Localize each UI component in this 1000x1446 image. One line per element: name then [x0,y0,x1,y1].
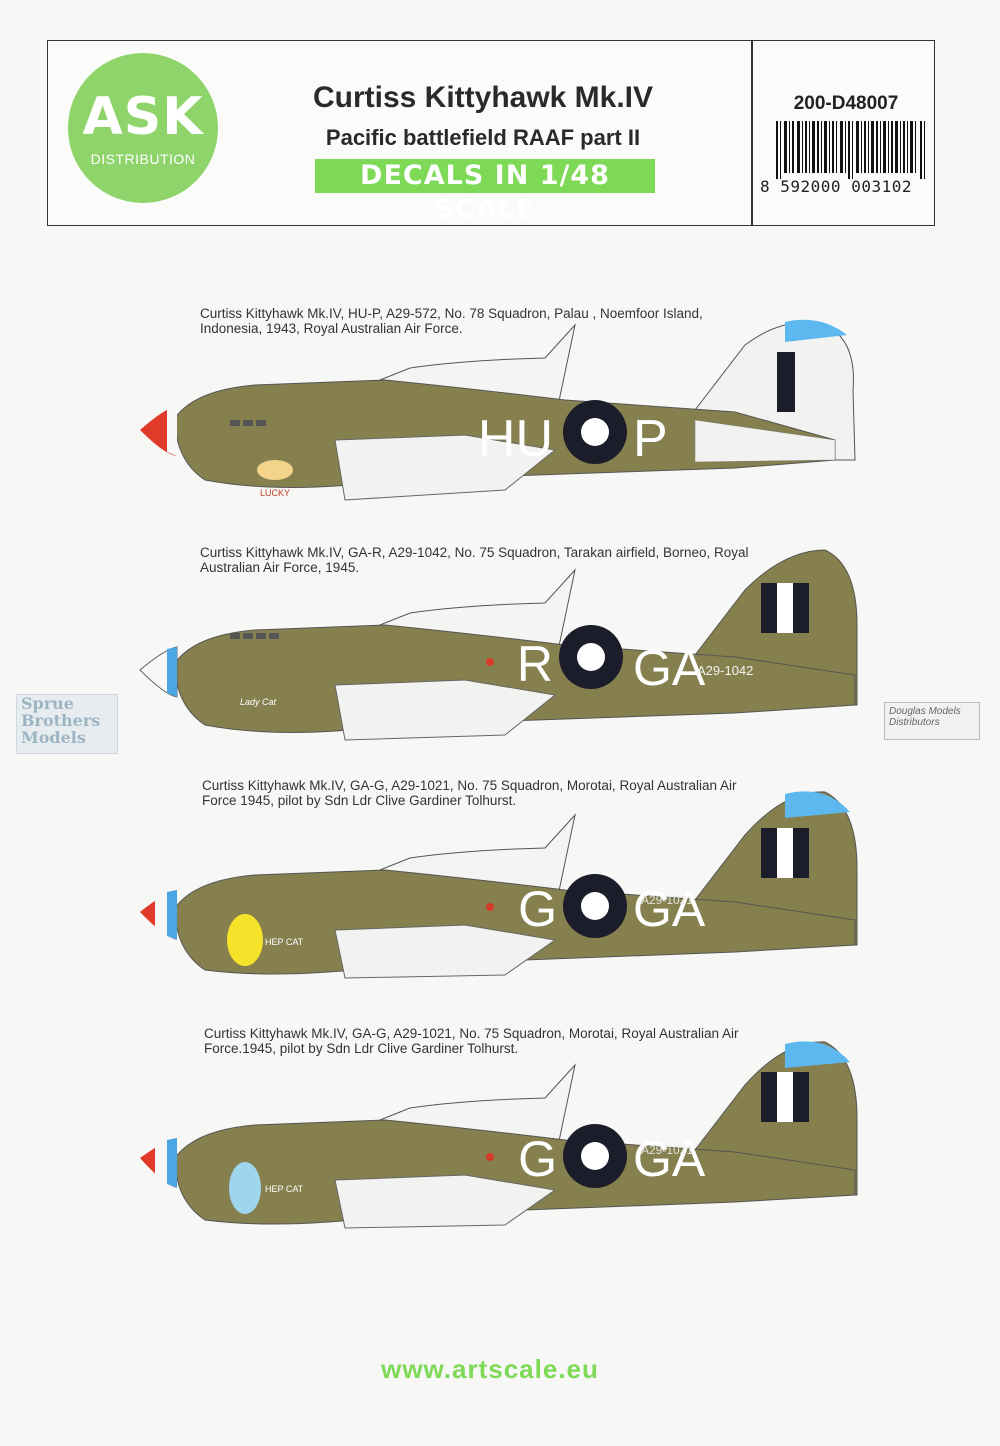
barcode-digits: 8 592000 003102 [760,177,912,196]
serial-number: A29-1021 [641,893,693,907]
douglas-models-watermark: Douglas Models Distributors [884,702,980,740]
sprue-brothers-watermark: Sprue Brothers Models [16,694,118,754]
watermark-line-1: Sprue [21,694,74,713]
product-code: 200-D48007 [793,93,899,114]
watermark-line-2: Brothers [21,711,101,730]
watermark-line-3: Models [21,728,86,747]
fuselage-code-right: GA [633,640,706,696]
fuselage-code-right: P [633,410,668,468]
fuselage-code-right: GA [633,881,706,937]
fuselage-code-left: R [517,636,553,692]
profile-caption-1: Curtiss Kittyhawk Mk.IV, HU-P, A29-572, … [200,306,703,336]
ask-logo: ASK DISTRIBUTION [68,53,218,203]
fuselage-code-right: GA [633,1131,706,1187]
fuselage-code-left: G [518,881,557,937]
profile-caption-2: Curtiss Kittyhawk Mk.IV, GA-R, A29-1042,… [200,545,749,575]
nose-art-text: HEP CAT [265,1184,304,1194]
nose-art-text: Lady Cat [240,697,277,707]
serial-number: A29-1042 [697,663,753,678]
nose-art-text: HEP CAT [265,937,304,947]
header-box: ASK DISTRIBUTION Curtiss Kittyhawk Mk.IV… [47,40,935,226]
nose-art-text: LUCKY [260,488,290,498]
barcode [776,121,925,179]
aircraft-profile-1: HU P LUCKY [140,319,856,501]
fuselage-code-left: G [518,1131,557,1187]
aircraft-profile-3: G GA A29-1021 HEP CAT [140,791,858,979]
aircraft-profile-2: R GA A29-1042 Lady Cat [139,549,858,741]
aircraft-profile-4: G GA A29-1021 HEP CAT [140,1041,858,1229]
page-subtitle: Pacific battlefield RAAF part II [325,125,641,150]
profile-caption-3: Curtiss Kittyhawk Mk.IV, GA-G, A29-1021,… [202,778,737,808]
logo-main-text: ASK [82,87,204,147]
fuselage-code-left: HU [478,410,553,468]
scale-badge: DECALS IN 1/48 SCALE [315,159,655,225]
serial-number: A29-1021 [641,1143,693,1157]
logo-sub-text: DISTRIBUTION [90,151,196,167]
profile-caption-4: Curtiss Kittyhawk Mk.IV, GA-G, A29-1021,… [204,1026,739,1056]
header-divider [751,41,753,225]
footer-url[interactable]: www.artscale.eu [381,1354,599,1384]
page-title: Curtiss Kittyhawk Mk.IV [312,81,654,114]
